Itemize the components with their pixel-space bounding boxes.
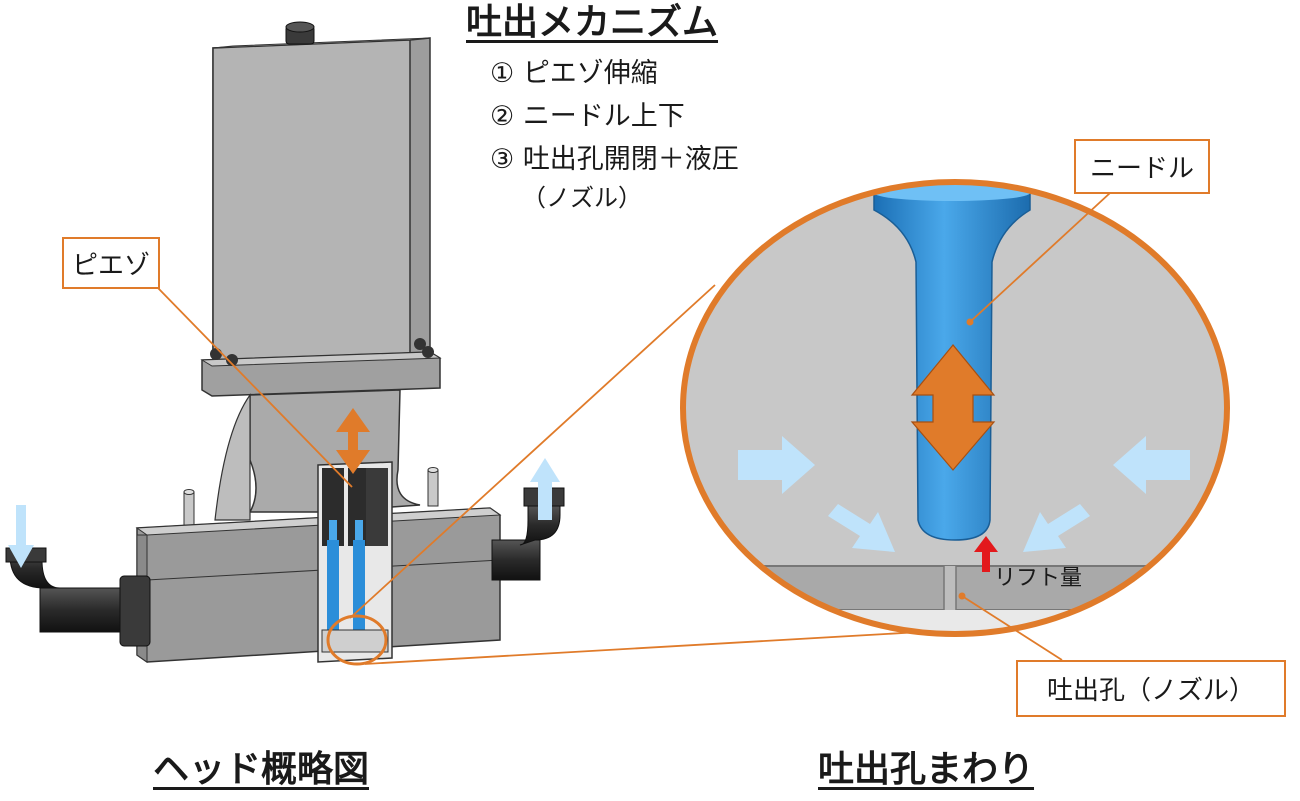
mechanism-title: 吐出メカニズム xyxy=(466,2,719,43)
zoom-line-top xyxy=(349,284,716,619)
head-diagram-caption: ヘッド概略図 xyxy=(153,749,370,790)
lift-amount-label: リフト量 xyxy=(994,566,1083,591)
zoom-view xyxy=(683,182,1227,634)
step-2-number: ② xyxy=(490,101,515,132)
step-1-number: ① xyxy=(490,58,515,89)
needle-leader-dot xyxy=(966,318,974,326)
nozzle-callout: 吐出孔（ノズル） xyxy=(1016,660,1286,717)
step-3-note: （ノズル） xyxy=(522,184,642,212)
step-2: ② ニードル上下 xyxy=(490,103,685,130)
nozzle-leader xyxy=(961,595,1063,661)
needle-leader xyxy=(969,192,1111,323)
head-assembly xyxy=(5,21,565,666)
step-3-number: ③ xyxy=(490,144,515,175)
needle-callout: ニードル xyxy=(1074,139,1210,194)
nozzle-area-caption: 吐出孔まわり xyxy=(818,749,1035,790)
piezo-callout: ピエゾ xyxy=(62,237,160,289)
piezo-leader xyxy=(157,287,353,488)
zoom-circle-border xyxy=(680,179,1230,637)
nozzle-leader-dot xyxy=(958,592,966,600)
step-3: ③ 吐出孔開閉＋液圧 xyxy=(490,146,739,173)
zoom-line-bottom xyxy=(364,631,921,665)
step-1: ① ピエゾ伸縮 xyxy=(490,60,658,87)
step-2-text: ニードル上下 xyxy=(522,101,685,132)
step-3-text: 吐出孔開閉＋液圧 xyxy=(522,144,739,175)
step-1-text: ピエゾ伸縮 xyxy=(522,58,658,89)
